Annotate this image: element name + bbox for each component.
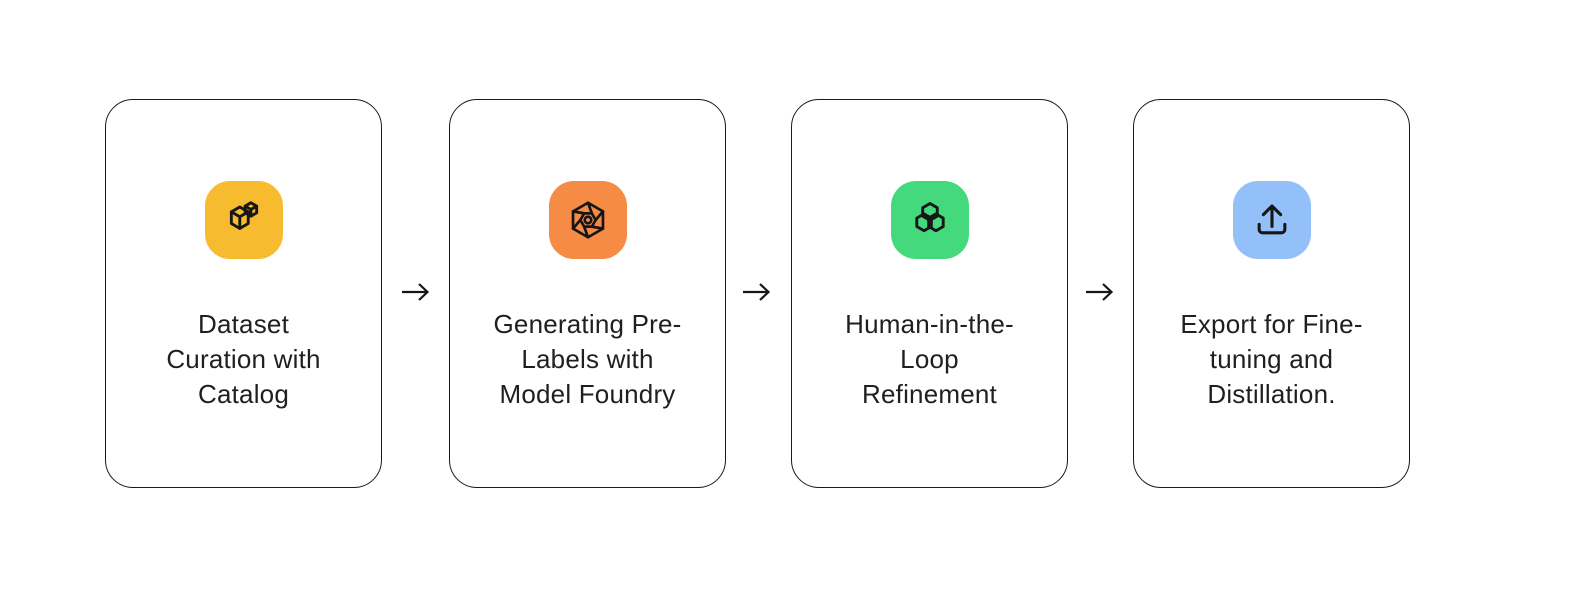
label-line: tuning and — [1209, 344, 1334, 374]
label-line: Catalog — [197, 379, 290, 409]
card-dataset-curation: Dataset Curation with Catalog — [105, 99, 382, 488]
card-label-dataset-curation: Dataset Curation with Catalog — [106, 307, 381, 412]
label-line: Dataset — [197, 309, 289, 339]
card-label-export: Export for Fine- tuning and Distillation… — [1134, 307, 1409, 412]
card-hitl-refinement: Human-in-the- Loop Refinement — [791, 99, 1068, 488]
card-export: Export for Fine- tuning and Distillation… — [1133, 99, 1410, 488]
hexagon-cluster-icon — [890, 181, 969, 259]
upload-icon — [1232, 181, 1311, 259]
label-line: Distillation. — [1207, 379, 1336, 409]
right-arrow-icon — [1083, 279, 1117, 305]
label-line: Export for Fine- — [1180, 309, 1363, 339]
model-foundry-aperture-icon — [548, 181, 627, 259]
label-line: Loop — [900, 344, 959, 374]
label-line: Human-in-the- — [845, 309, 1014, 339]
card-label-hitl-refinement: Human-in-the- Loop Refinement — [792, 307, 1067, 412]
right-arrow-icon — [399, 279, 433, 305]
right-arrow-icon — [740, 279, 774, 305]
label-line: Refinement — [862, 379, 997, 409]
card-label-pre-labels: Generating Pre- Labels with Model Foundr… — [450, 307, 725, 412]
label-line: Labels with — [521, 344, 654, 374]
label-line: Generating Pre- — [493, 309, 682, 339]
card-pre-labels: Generating Pre- Labels with Model Foundr… — [449, 99, 726, 488]
label-line: Curation with — [166, 344, 321, 374]
label-line: Model Foundry — [499, 379, 676, 409]
dataset-catalog-icon — [204, 181, 283, 259]
